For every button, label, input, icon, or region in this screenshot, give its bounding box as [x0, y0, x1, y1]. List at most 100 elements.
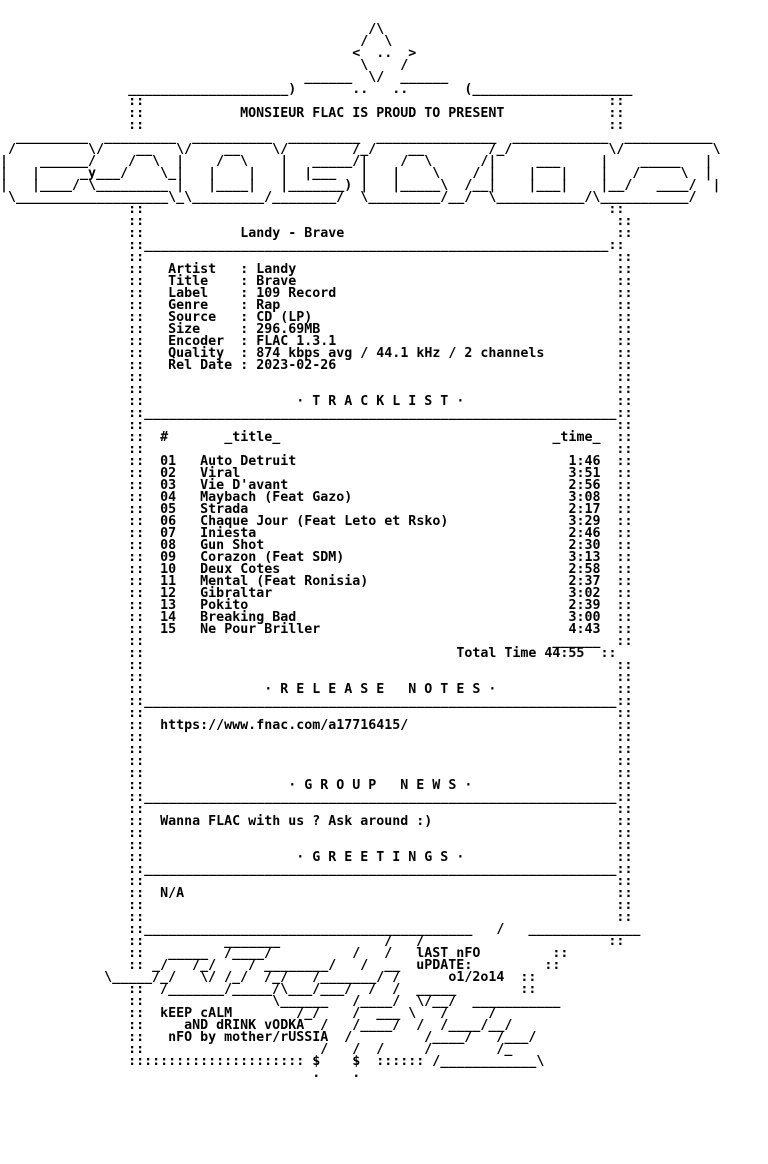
footer-line: :: _____ /____/ / / lAST nFO ::: [0, 946, 569, 961]
track-title: Gun Shot: [200, 538, 265, 553]
ascii-art-line: / \/ __ \/ __ \/ /_/ __ /_/ \/ \: [0, 142, 721, 157]
track-row: :: 12 Gibraltar 3:02 ::: [0, 586, 633, 601]
track-row: :: 06 Chaque Jour (Feat Leto et Rsko) 3:…: [0, 514, 633, 529]
ascii-art-line: ::______________________________________…: [0, 922, 641, 937]
info-row: :: Artist : Landy ::: [0, 262, 633, 277]
track-row: :: 15 Ne Pour Briller 4:43 ::: [0, 622, 633, 637]
track-row: :: 09 Corazon (Feat SDM) 3:13 ::: [0, 550, 633, 565]
info-value: 874 kbps avg / 44.1 kHz / 2 channels: [256, 346, 545, 361]
nfo-line: :: ::: [0, 442, 633, 457]
ascii-art-line: \___________________\_\_________/_______…: [0, 190, 697, 205]
release-notes-title: :: · R E L E A S E N O T E S · ::: [0, 682, 633, 697]
nfo-lines: /\ / \ < .. > \ / ______: [0, 23, 721, 1081]
col-time-header: _time_: [552, 430, 601, 445]
info-key: Artist: [168, 262, 241, 277]
track-time: 3:13: [568, 550, 601, 565]
track-row: :: 11 Mental (Feat Ronisia) 2:37 ::: [0, 574, 633, 589]
track-num: 08: [160, 538, 177, 553]
divider: ::______________________________________…: [0, 238, 625, 253]
track-time: 3:00: [568, 610, 601, 625]
nfo-document: /\ / \ < .. > \ / ______: [0, 23, 721, 1081]
ascii-art-line: \ /: [0, 58, 409, 73]
divider: ::______________________________________…: [0, 694, 633, 709]
track-num: 07: [160, 526, 177, 541]
track-num: 13: [160, 598, 177, 613]
track-time: 2:39: [568, 598, 601, 613]
track-title: Auto Detruit: [200, 454, 297, 469]
footer-line: :: _/ /_/ / ________/ / __ uPDATE: ::: [0, 958, 561, 973]
footer-line2: aND dRINK vODKA: [184, 1018, 305, 1033]
track-title: Strada: [200, 502, 249, 517]
track-num: 09: [160, 550, 177, 565]
track-time: 2:56: [568, 478, 601, 493]
tagline: MONSIEUR FLAC IS PROUD TO PRESENT: [160, 106, 593, 121]
ascii-art-line: :: \______ /____/ \/__/ ___________: [0, 994, 561, 1009]
footer-line3: nFO by mother/rUSSIA: [168, 1030, 329, 1045]
nfo-line: :: ::: [0, 370, 633, 385]
total-time: 44:55: [544, 646, 585, 661]
col-num-header: #: [160, 430, 169, 445]
track-time: 3:08: [568, 490, 601, 505]
nfo-line: :: ::: [0, 826, 633, 841]
track-num: 14: [160, 610, 177, 625]
info-key: Genre: [168, 298, 241, 313]
track-time: 1:46: [568, 454, 601, 469]
track-title: Viral: [200, 466, 241, 481]
track-row: :: 10 Deux Cotes 2:58 ::: [0, 562, 633, 577]
info-key: Encoder: [168, 334, 241, 349]
track-time: 3:51: [568, 466, 601, 481]
track-title: Breaking Bad: [200, 610, 297, 625]
track-row: :: 04 Maybach (Feat Gazo) 3:08 ::: [0, 490, 633, 505]
footer-line: :: aND dRINK vODKA / /____/ / /____/__/: [0, 1018, 513, 1033]
track-num: 11: [160, 574, 177, 589]
info-value: FLAC 1.3.1: [256, 334, 337, 349]
track-row: :: 05 Strada 2:17 ::: [0, 502, 633, 517]
track-title: Vie D'avant: [200, 478, 289, 493]
ascii-art-line: | ______/ / \ | / \ | _____/| / \ /| ___…: [0, 154, 713, 169]
info-key: Rel Date: [168, 358, 241, 373]
col-title-header: _title_: [224, 430, 281, 445]
track-title: Gibraltar: [200, 586, 273, 601]
track-row: :: 14 Breaking Bad 3:00 ::: [0, 610, 633, 625]
greetings-row: :: N/A ::: [0, 886, 633, 901]
info-key: Quality: [168, 346, 241, 361]
track-title: Maybach (Feat Gazo): [200, 490, 353, 505]
nfo-line: :: ::: [0, 658, 633, 673]
track-num: 06: [160, 514, 177, 529]
track-time: 2:58: [568, 562, 601, 577]
release-notes-link[interactable]: https://www.fnac.com/a17716415/: [160, 718, 409, 733]
ascii-art-line: . .: [0, 1066, 361, 1081]
nfo-line: :: ::: [0, 250, 633, 265]
release-heading: Landy - Brave: [240, 226, 345, 241]
group-news-row: :: Wanna FLAC with us ? Ask around :) ::: [0, 814, 633, 829]
release-notes-row: :: https://www.fnac.com/a17716415/ ::: [0, 718, 633, 733]
ascii-art-line: | | _y___/ \_| | | | |___ | | \ / | | | …: [0, 166, 713, 181]
divider: ::______________________________________…: [0, 790, 633, 805]
track-row: :: 08 Gun Shot 2:30 ::: [0, 538, 633, 553]
track-time: 4:43: [568, 622, 601, 637]
nfo-line: :: ::: [0, 214, 633, 229]
ascii-art-line: :: ::: [0, 94, 625, 109]
greetings-title: :: · G R E E T I N G S · ::: [0, 850, 633, 865]
ascii-art-line: :::::::::::::::::::::: $ $ :::::: /_____…: [0, 1054, 545, 1069]
nfo-line: :: ::: [0, 742, 633, 757]
track-num: 04: [160, 490, 177, 505]
ascii-art-line: :: / / / / /_: [0, 1042, 513, 1057]
nfo-line: :: ::: [0, 706, 633, 721]
divider: ::______________________________________…: [0, 406, 633, 421]
info-value: Landy: [256, 262, 297, 277]
track-time: 2:30: [568, 538, 601, 553]
nfo-line: :: ::: [0, 766, 633, 781]
update-label: uPDATE:: [416, 958, 473, 973]
track-num: 15: [160, 622, 177, 637]
nfo-line: :: ::: [0, 910, 633, 925]
tagline-line: :: MONSIEUR FLAC IS PROUD TO PRESENT ::: [0, 106, 625, 121]
ascii-art-line: :: _______ / / ::: [0, 934, 625, 949]
info-row: :: Rel Date : 2023-02-26 ::: [0, 358, 633, 373]
info-key: Source: [168, 310, 241, 325]
footer-line1: kEEP cALM: [160, 1006, 233, 1021]
track-row: :: 13 Pokito 2:39 ::: [0, 598, 633, 613]
track-num: 05: [160, 502, 177, 517]
info-value: 2023-02-26: [256, 358, 337, 373]
track-time: 3:02: [568, 586, 601, 601]
